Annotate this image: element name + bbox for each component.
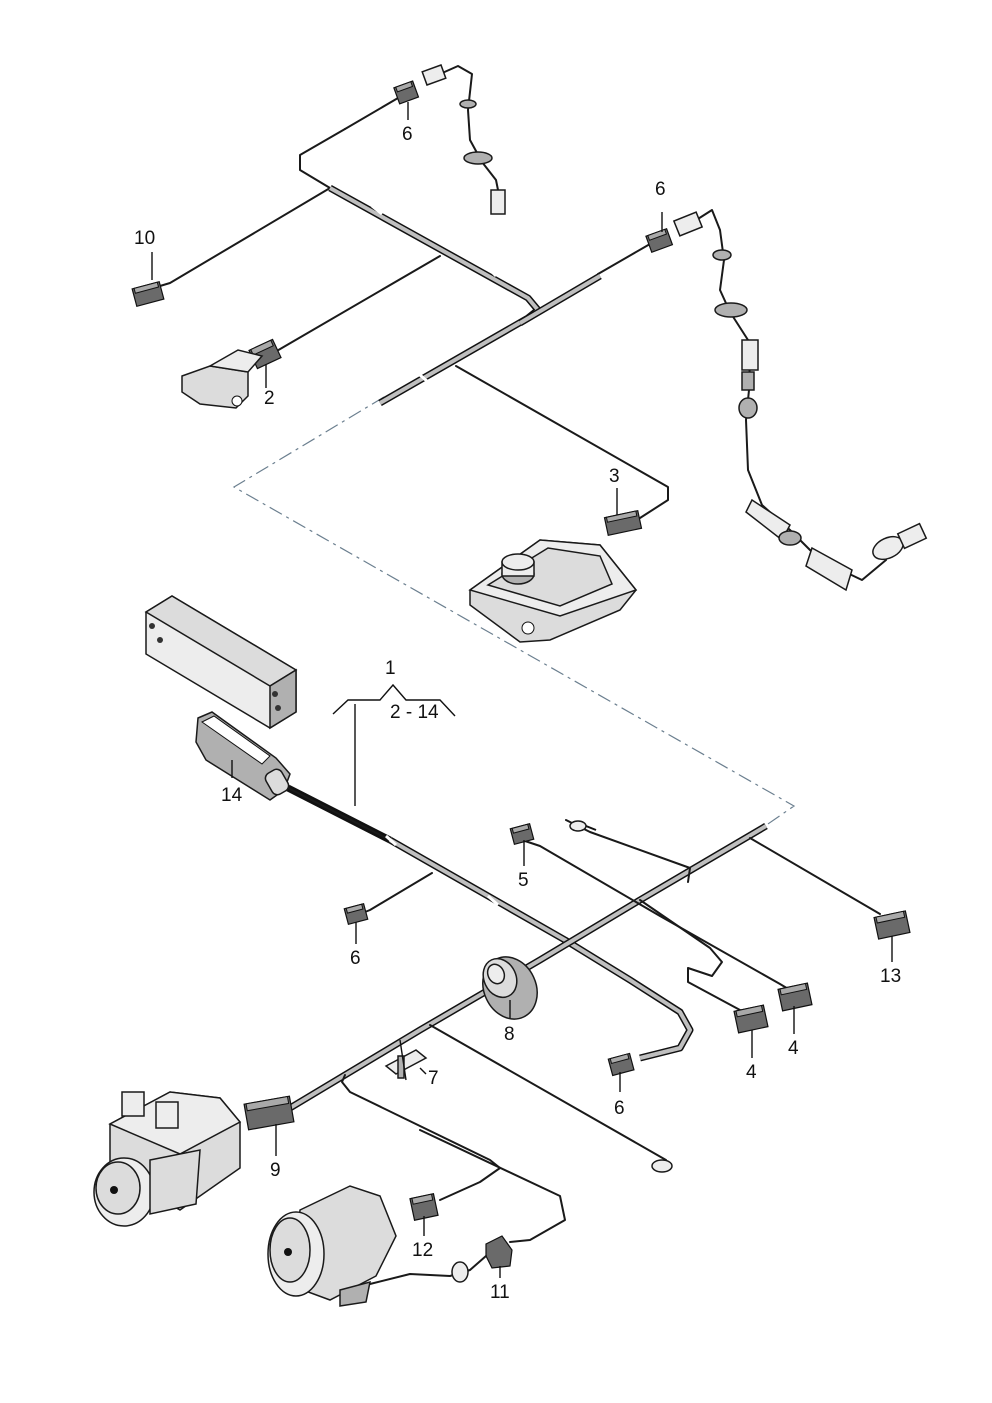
grommet-part-8 (482, 956, 538, 1020)
callout-11: 11 (490, 1282, 510, 1303)
reference-dash-line (232, 396, 796, 827)
upper-harness (159, 97, 669, 519)
connector-11 (485, 1235, 513, 1269)
leader-lines (151, 102, 893, 1278)
callout-13: 13 (880, 966, 901, 987)
connector-5 (509, 822, 535, 846)
callout-7: 7 (428, 1068, 439, 1089)
connector-10 (131, 280, 165, 308)
callout-3: 3 (609, 466, 620, 487)
connector-6-lower-left (343, 902, 369, 926)
callout-6-lower-right: 6 (614, 1098, 625, 1119)
connector-4-left (733, 1004, 769, 1034)
connector-6-upper-left (393, 80, 420, 105)
ring-terminal-top (569, 820, 597, 832)
callout-1-range: 2 - 14 (390, 702, 439, 723)
clip-part-7 (384, 1039, 428, 1081)
callout-12: 12 (412, 1240, 433, 1261)
control-module-part-3 (468, 539, 638, 643)
upper-sensor-cable-b (672, 209, 928, 592)
callout-6-upper-left: 6 (402, 124, 413, 145)
hydraulic-unit (93, 1091, 242, 1227)
upper-sensor-cable-a (421, 64, 506, 215)
callout-14: 14 (221, 785, 243, 806)
sensor-part-2 (181, 349, 264, 409)
connector-3 (603, 509, 643, 537)
connector-12 (409, 1193, 439, 1221)
callout-6-upper-right: 6 (655, 179, 666, 200)
callout-10: 10 (134, 228, 155, 249)
callout-labels: 6 6 10 2 3 1 2 - 14 14 5 6 13 8 4 4 7 6 … (134, 124, 901, 1303)
connector-4-right (777, 982, 813, 1012)
callout-5: 5 (518, 870, 529, 891)
connector-14 (195, 711, 291, 801)
connector-6-lower-right (607, 1052, 635, 1077)
pump-motor (267, 1185, 487, 1307)
callout-2: 2 (264, 388, 275, 409)
ring-terminal-bottom (651, 1159, 673, 1173)
callout-6-lower-left: 6 (350, 948, 361, 969)
callout-8: 8 (504, 1024, 515, 1045)
callout-4-right: 4 (788, 1038, 799, 1059)
connector-13 (873, 910, 911, 940)
callout-4-left: 4 (746, 1062, 757, 1083)
connector-6-upper-right (645, 227, 674, 253)
connector-9 (243, 1095, 295, 1131)
lower-harness (286, 784, 881, 1243)
callout-1: 1 (385, 658, 396, 679)
control-unit-box (144, 595, 298, 730)
callout-9: 9 (270, 1160, 281, 1181)
